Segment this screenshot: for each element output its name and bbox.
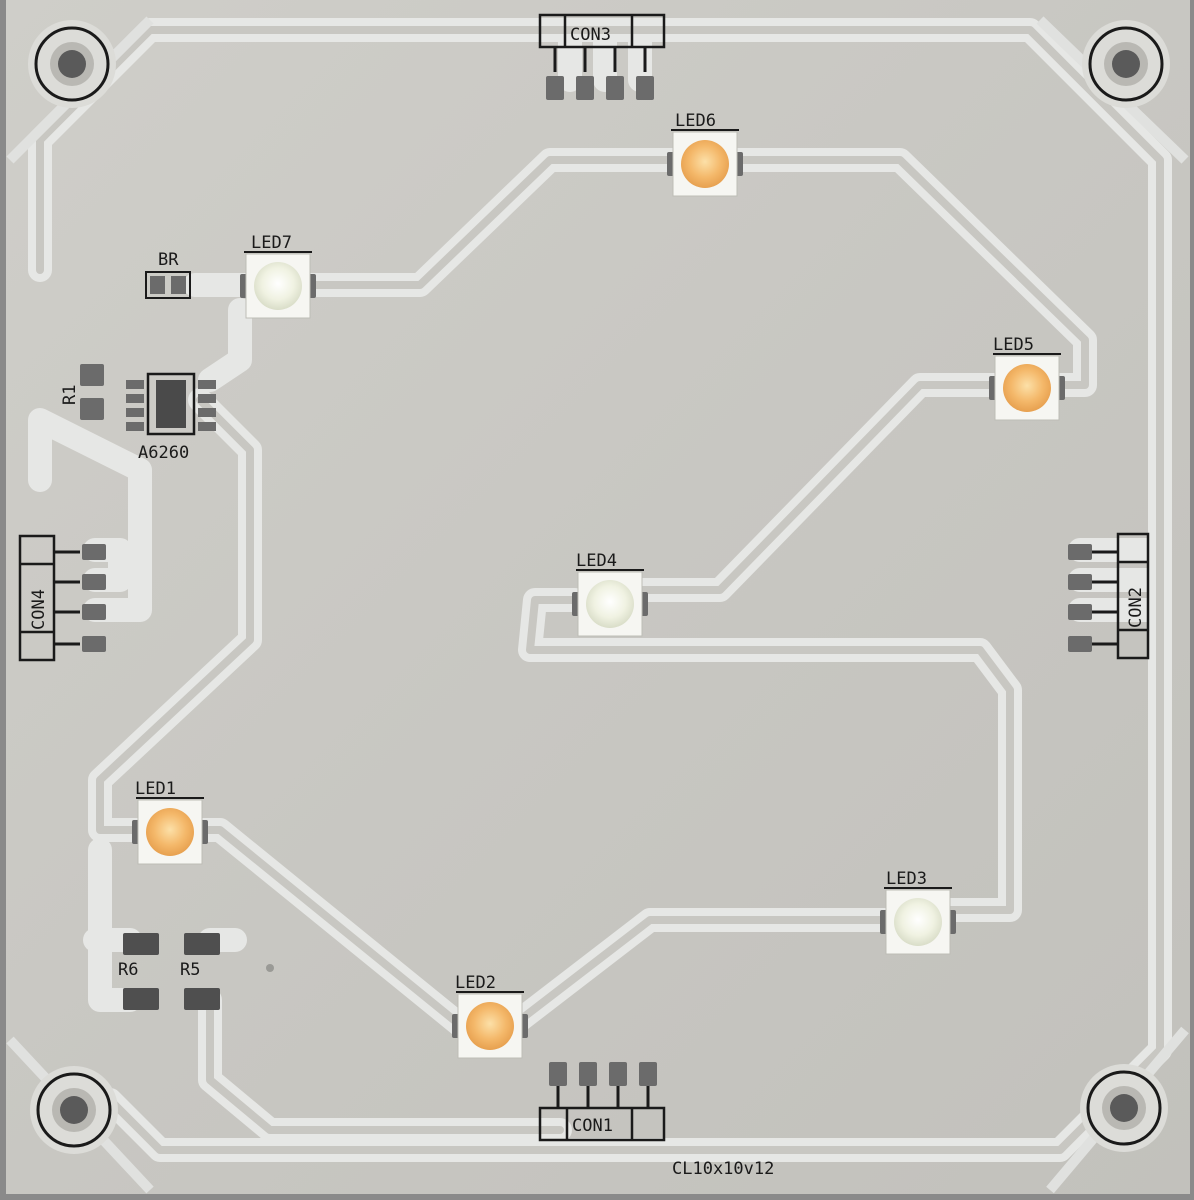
- solder-bridge-br: BR: [145, 250, 191, 299]
- led-7-label: LED7: [251, 233, 292, 253]
- led-2-emitter: [466, 1002, 514, 1050]
- led-4-label: LED4: [576, 551, 617, 571]
- led-7: LED7: [240, 233, 316, 319]
- ic-a6260: A6260: [126, 372, 216, 463]
- led-3-emitter: [894, 898, 942, 946]
- con2-label: CON2: [1126, 587, 1146, 628]
- led-3: LED3: [880, 869, 956, 955]
- resistor-r6: R6: [118, 933, 159, 1010]
- ic-label: A6260: [138, 443, 189, 463]
- led-5: LED5: [989, 335, 1065, 421]
- resistor-r5: R5: [180, 933, 220, 1010]
- br-label: BR: [158, 250, 179, 270]
- led-6-label: LED6: [675, 111, 716, 131]
- led-3-label: LED3: [886, 869, 927, 889]
- led-2: LED2: [452, 973, 528, 1059]
- con4-label: CON4: [29, 589, 49, 630]
- led-7-emitter: [254, 262, 302, 310]
- led-4: LED4: [572, 551, 648, 637]
- led-1-emitter: [146, 808, 194, 856]
- led-6-emitter: [681, 140, 729, 188]
- led-2-label: LED2: [455, 973, 496, 993]
- resistor-r1: R1: [60, 364, 104, 420]
- mounting-holes: [28, 20, 1170, 1154]
- led-5-label: LED5: [993, 335, 1034, 355]
- via: [266, 964, 274, 972]
- led-1-label: LED1: [135, 779, 176, 799]
- r6-label: R6: [118, 960, 138, 980]
- led-1: LED1: [132, 779, 208, 865]
- led-6: LED6: [667, 111, 743, 197]
- led-4-emitter: [586, 580, 634, 628]
- r5-label: R5: [180, 960, 200, 980]
- con1-label: CON1: [572, 1116, 613, 1136]
- connector-con1: CON1: [538, 1062, 666, 1142]
- led-5-emitter: [1003, 364, 1051, 412]
- r1-label: R1: [60, 385, 80, 405]
- connector-con2: CON2: [1068, 532, 1150, 660]
- connector-con4: CON4: [18, 534, 106, 662]
- con3-label: CON3: [570, 25, 611, 45]
- connector-con3: CON3: [538, 13, 666, 100]
- board-label: CL10x10v12: [672, 1159, 774, 1179]
